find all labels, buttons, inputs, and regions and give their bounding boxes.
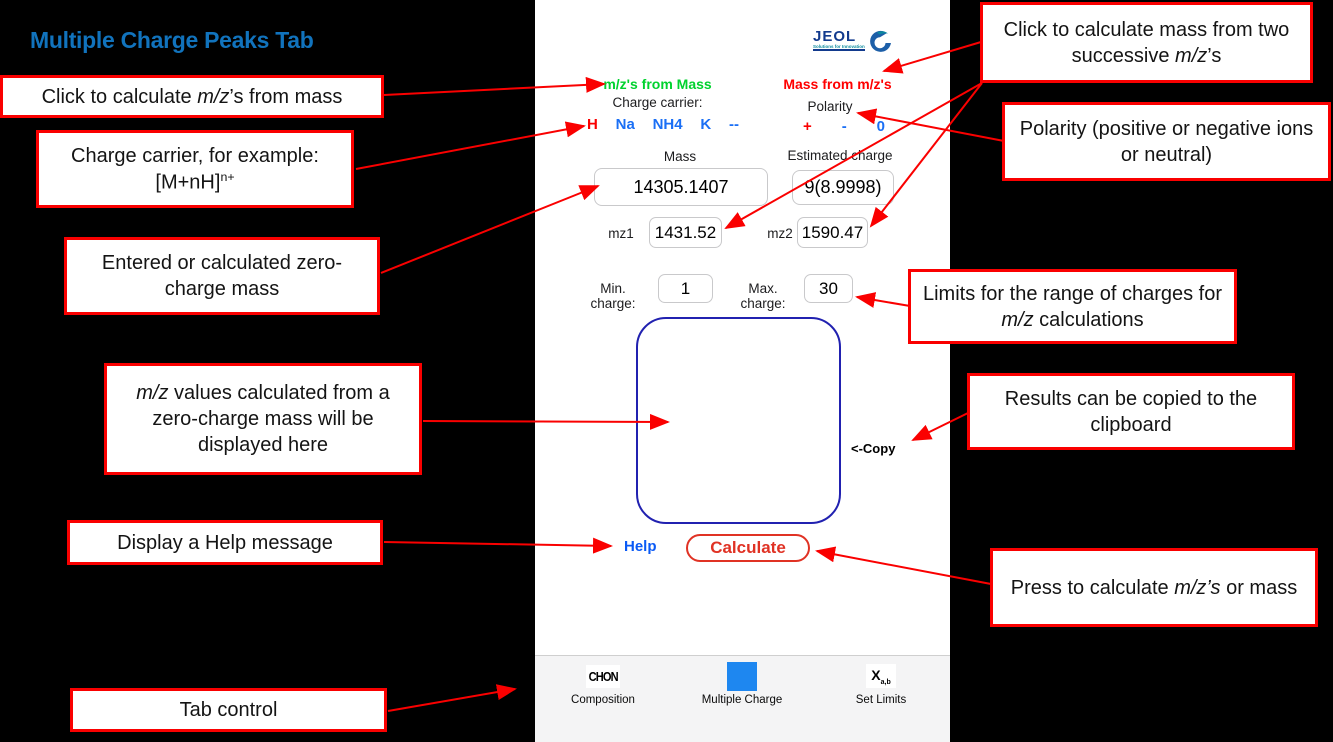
composition-chon-icon: CHON: [538, 661, 668, 691]
jeol-logo-text: JEOL Solutions for Innovation: [813, 28, 865, 51]
tab-set-limits[interactable]: Xa,b Set Limits: [816, 661, 946, 706]
multiple-charge-square-icon: [677, 661, 807, 691]
tab-set-limits-label: Set Limits: [855, 694, 907, 706]
callout-mz-values-display: m/z values calculated from a zero-charge…: [104, 363, 422, 475]
callout-click-mz-from-mass: Click to calculate m/z’s from mass: [0, 75, 384, 118]
polarity-negative-button[interactable]: -: [841, 118, 847, 135]
callout-tab-control: Tab control: [70, 688, 387, 732]
charge-carrier-options: H Na NH4 K --: [587, 116, 739, 133]
calculate-button[interactable]: Calculate: [686, 534, 810, 562]
mass-label: Mass: [663, 149, 697, 164]
copy-button[interactable]: <-Copy: [851, 441, 896, 456]
callout-help-message: Display a Help message: [67, 520, 383, 565]
jeol-logo-tagline: Solutions for Innovation: [813, 44, 865, 49]
max-charge-input[interactable]: 30: [804, 274, 853, 303]
mass-input[interactable]: 14305.1407: [594, 168, 768, 206]
mz1-input[interactable]: 1431.52: [649, 217, 722, 248]
mode-mz-from-mass-button[interactable]: m/z's from Mass: [603, 76, 712, 92]
min-charge-label: Min. charge:: [590, 281, 636, 311]
carrier-option-h[interactable]: H: [587, 116, 598, 133]
callout-clipboard: Results can be copied to the clipboard: [967, 373, 1295, 450]
carrier-option-none[interactable]: --: [728, 116, 739, 133]
jeol-logo: JEOL Solutions for Innovation: [813, 28, 893, 56]
polarity-label: Polarity: [807, 99, 853, 114]
carrier-option-na[interactable]: Na: [615, 116, 635, 133]
polarity-neutral-button[interactable]: 0: [876, 118, 885, 135]
mode-mass-from-mz-button[interactable]: Mass from m/z's: [783, 76, 892, 92]
tab-bar: CHON Composition Multiple Charge Xa,b Se…: [535, 655, 950, 742]
callout-charge-limits: Limits for the range of charges for m/z …: [908, 269, 1237, 344]
tab-multiple-charge[interactable]: Multiple Charge: [677, 661, 807, 706]
carrier-option-k[interactable]: K: [700, 116, 712, 133]
polarity-positive-button[interactable]: +: [803, 118, 812, 135]
arrow-to-tab-bar: [387, 684, 517, 712]
charge-carrier-label: Charge carrier:: [612, 95, 703, 110]
callout-mass-from-two-mz: Click to calculate mass from two success…: [980, 2, 1313, 83]
help-button[interactable]: Help: [624, 538, 657, 555]
set-limits-x-icon: Xa,b: [816, 661, 946, 691]
app-window: JEOL Solutions for Innovation m/z's from…: [535, 0, 950, 742]
mz1-label: mz1: [608, 226, 634, 241]
results-panel: [636, 317, 841, 524]
page-title: Multiple Charge Peaks Tab: [30, 27, 314, 53]
tab-composition[interactable]: CHON Composition: [538, 661, 668, 706]
estimated-charge-label: Estimated charge: [787, 148, 893, 163]
mz2-input[interactable]: 1590.47: [797, 217, 868, 248]
mz2-label: mz2: [767, 226, 793, 241]
min-charge-input[interactable]: 1: [658, 274, 713, 303]
callout-charge-carrier: Charge carrier, for example:[M+nH]n+: [36, 130, 354, 208]
callout-zero-charge-mass: Entered or calculated zero-charge mass: [64, 237, 380, 315]
carrier-option-nh4[interactable]: NH4: [652, 116, 683, 133]
jeol-swoosh-icon: [869, 30, 891, 52]
tab-multiple-charge-label: Multiple Charge: [701, 694, 783, 706]
tab-composition-label: Composition: [571, 694, 635, 706]
estimated-charge-value: 9(8.9998): [792, 170, 894, 205]
max-charge-label: Max. charge:: [740, 281, 786, 311]
polarity-options: + - 0: [803, 118, 885, 135]
callout-polarity: Polarity (positive or negative ions or n…: [1002, 102, 1331, 181]
callout-press-calculate: Press to calculate m/z’s or mass: [990, 548, 1318, 627]
